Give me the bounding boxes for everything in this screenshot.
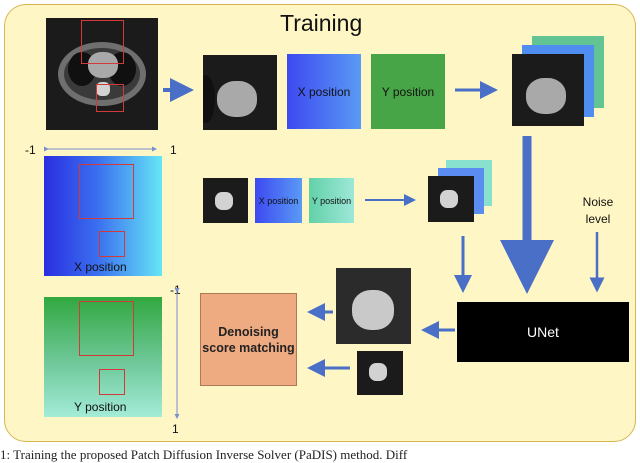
- x-map-label: X position: [74, 260, 127, 274]
- noise-level-label: Noise level: [582, 195, 614, 226]
- y-axis-max-label: 1: [172, 422, 179, 436]
- small-stack-front: [428, 176, 474, 222]
- large-patch-image: [203, 55, 277, 130]
- large-stack-front: [512, 54, 584, 126]
- unet-block: UNet: [457, 302, 629, 362]
- y-map-large-box: [79, 301, 134, 356]
- x-axis-max-label: 1: [170, 143, 177, 157]
- y-map-small-box: [99, 369, 125, 395]
- small-output-image: [357, 351, 403, 395]
- small-x-position-patch: X position: [255, 178, 302, 223]
- y-map-label: Y position: [74, 400, 127, 414]
- x-map-small-box: [99, 231, 125, 257]
- large-x-position-patch: X position: [287, 54, 361, 129]
- denoising-score-matching-block: Denoising score matching: [200, 293, 297, 386]
- figure-caption: 1: Training the proposed Patch Diffusion…: [0, 447, 408, 462]
- diagram-title: Training: [280, 10, 363, 36]
- y-position-map: Y position: [44, 297, 162, 417]
- large-patch-box: [81, 20, 124, 64]
- full-ct-slice: [46, 18, 158, 130]
- small-patch-box: [96, 84, 124, 112]
- small-y-position-patch: Y position: [309, 178, 354, 223]
- x-position-map: X position: [44, 156, 162, 276]
- small-patch-image: [203, 178, 248, 223]
- large-y-position-patch: Y position: [371, 54, 445, 129]
- x-map-large-box: [79, 164, 134, 219]
- x-axis-min-label: -1: [25, 143, 36, 157]
- large-output-image: [336, 268, 411, 344]
